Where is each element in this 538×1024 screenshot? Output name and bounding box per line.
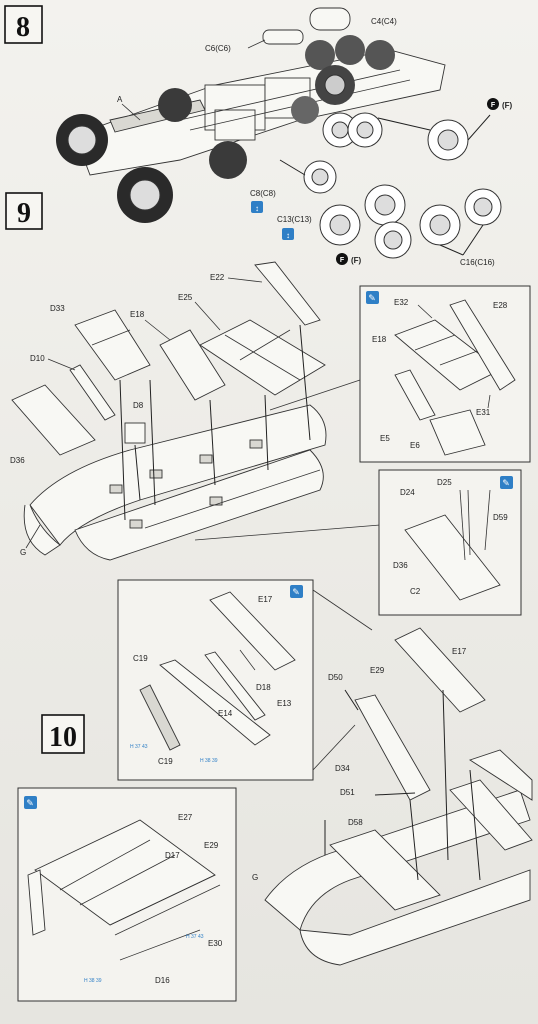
label-e32: E32: [394, 298, 409, 307]
part-e18: [159, 329, 226, 401]
label-g-step10: G: [252, 873, 258, 882]
label-e18-detail: E18: [372, 335, 387, 344]
label-g: G: [20, 548, 26, 557]
label-d16: D16: [155, 976, 170, 985]
step-8-box: [4, 5, 43, 44]
part-d33: [74, 309, 151, 381]
chassis-drawing: C4(C4) C6(C6) A: [56, 7, 502, 259]
body-floor-drawing: [23, 404, 327, 561]
label-c4: C4(C4): [371, 17, 397, 26]
label-d10: D10: [30, 354, 45, 363]
svg-text:✎: ✎: [292, 588, 300, 598]
label-d36: D36: [10, 456, 25, 465]
label-d33: D33: [50, 304, 65, 313]
label-e5: E5: [380, 434, 390, 443]
paint-brush-icon: [290, 585, 303, 598]
label-e22: E22: [210, 273, 225, 282]
step-10: 10 ✎ E17 C19 D18 E13 E14 C19 H 37 43 H 3…: [17, 579, 533, 1002]
step-9-box: [5, 192, 43, 230]
paint-brush-icon: [500, 476, 513, 489]
detail-box-rear-seat: [117, 579, 314, 781]
part-d8: [124, 422, 146, 444]
f-marker-letter: F: [340, 257, 345, 264]
label-d17: D17: [165, 851, 180, 860]
step-8: 8 C4(C4): [4, 5, 513, 267]
part-d10: [69, 364, 116, 421]
label-d8: D8: [133, 401, 144, 410]
ref-code: H 38 39: [200, 758, 218, 764]
f-marker-paren: (F): [351, 256, 362, 265]
label-e27: E27: [178, 813, 193, 822]
label-c16: C16(C16): [460, 258, 495, 267]
label-e28: E28: [493, 301, 508, 310]
part-d34: [354, 694, 431, 801]
label-e29: E29: [370, 666, 385, 675]
paint-brush-icon: [366, 291, 379, 304]
svg-text:✎: ✎: [26, 799, 34, 809]
label-c2: C2: [410, 587, 421, 596]
label-d59: D59: [493, 513, 508, 522]
svg-text:✎: ✎: [368, 294, 376, 304]
label-d50: D50: [328, 673, 343, 682]
label-e6: E6: [410, 441, 420, 450]
part-d36: [11, 384, 96, 456]
label-e30: E30: [208, 939, 223, 948]
label-d25: D25: [437, 478, 452, 487]
f-marker-letter: F: [491, 102, 496, 109]
svg-text:✎: ✎: [502, 479, 510, 489]
glue-icon: [251, 201, 263, 213]
part-e22: [254, 261, 321, 326]
label-e17: E17: [452, 647, 467, 656]
label-c8: C8(C8): [250, 189, 276, 198]
ref-code: H 37 43: [130, 744, 148, 750]
label-d24: D24: [400, 488, 415, 497]
ref-code: H 38 39: [84, 978, 102, 984]
label-d36-detail: D36: [393, 561, 408, 570]
label-e17-detail: E17: [258, 595, 273, 604]
svg-text:↕: ↕: [255, 204, 259, 213]
f-marker-icon: [336, 253, 348, 265]
label-c6: C6(C6): [205, 44, 231, 53]
paint-brush-icon: [24, 796, 37, 809]
label-d18: D18: [256, 683, 271, 692]
label-d58: D58: [348, 818, 363, 827]
f-marker-paren: (F): [502, 101, 513, 110]
ref-code: H 37 43: [186, 934, 204, 940]
label-c19-top: C19: [133, 654, 148, 663]
step-10-box: [41, 714, 85, 754]
step-9: 9 E22 E25 E18 D33: [5, 192, 531, 616]
label-d51: D51: [340, 788, 355, 797]
label-e13: E13: [277, 699, 292, 708]
f-marker-icon: [487, 98, 499, 110]
glue-icon: [282, 228, 294, 240]
label-e14: E14: [218, 709, 233, 718]
label-c19-bottom: C19: [158, 757, 173, 766]
part-e17: [394, 627, 486, 713]
svg-text:↕: ↕: [286, 231, 290, 240]
label-e29-detail: E29: [204, 841, 219, 850]
label-e18: E18: [130, 310, 145, 319]
label-e25: E25: [178, 293, 193, 302]
step-9-number: 9: [17, 198, 31, 229]
label-e31: E31: [476, 408, 491, 417]
step-8-number: 8: [16, 12, 30, 43]
label-a: A: [117, 95, 123, 104]
label-c13: C13(C13): [277, 215, 312, 224]
step-10-number: 10: [49, 722, 77, 753]
label-d34: D34: [335, 764, 350, 773]
